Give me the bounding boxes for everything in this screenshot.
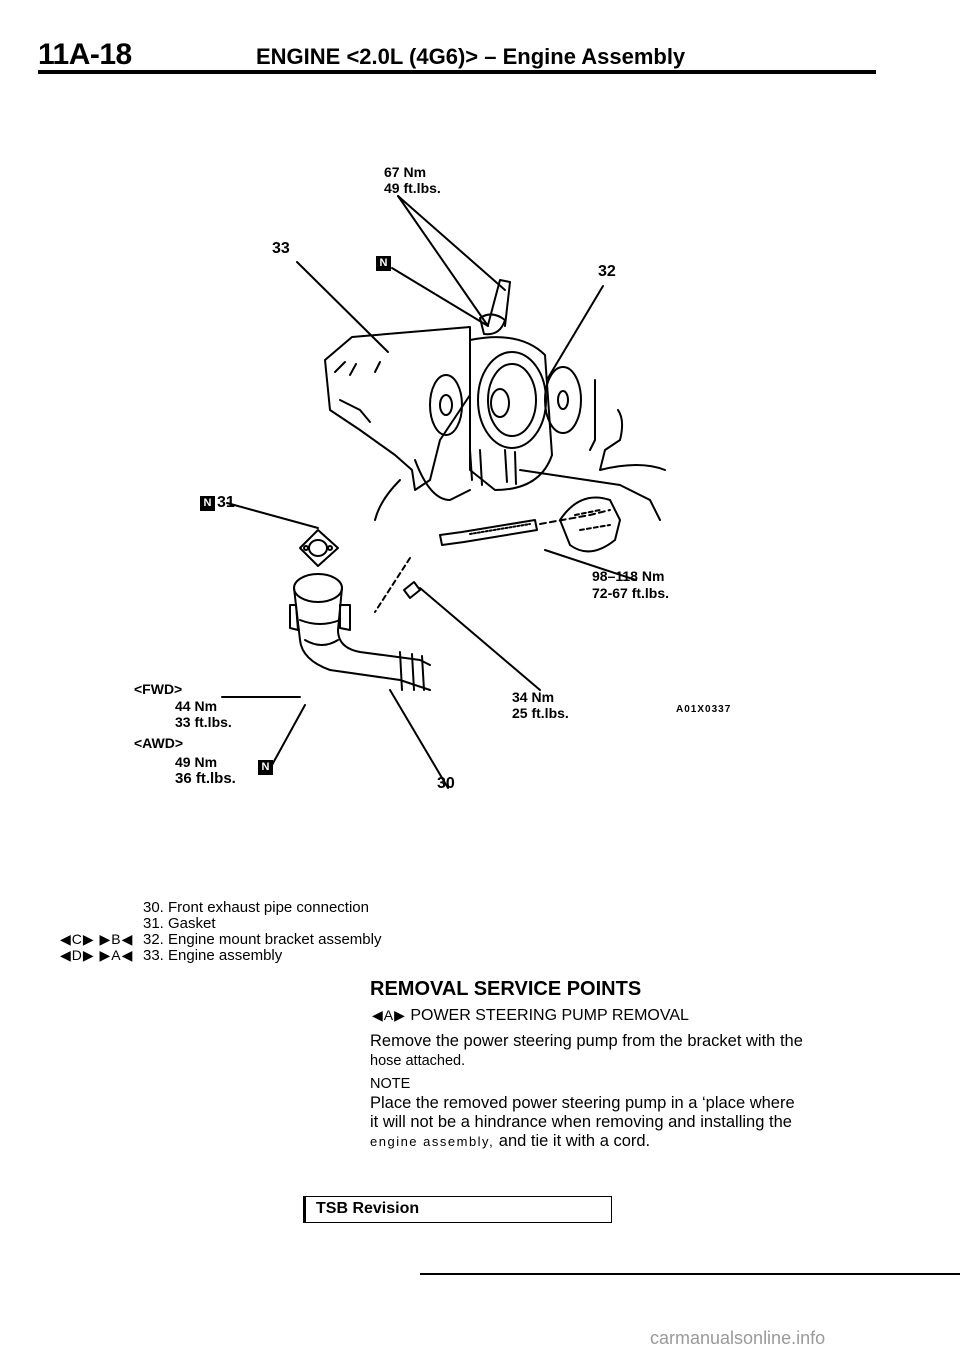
leader-33	[296, 261, 389, 353]
exhaust-pipe	[289, 573, 431, 691]
part-number-30: 30	[437, 775, 455, 792]
leader-torque-34	[419, 587, 541, 691]
legend-item-32: 32. Engine mount bracket assembly	[143, 932, 381, 948]
legend-text-33: 33. Engine assembly	[143, 947, 283, 964]
legend-item-30: 30. Front exhaust pipe connection	[143, 900, 369, 916]
fwd-label: <FWD>	[134, 681, 183, 697]
fwd-torque-ft: 33 ft.lbs.	[175, 714, 232, 730]
leader-dash	[374, 557, 411, 613]
note-line-1: Place the removed power steering pump in…	[370, 1094, 795, 1112]
leader-n-lower	[271, 704, 306, 766]
legend-item-33: 33. Engine assembly	[143, 948, 282, 964]
note-line-3-rest: and tie it with a cord.	[494, 1132, 651, 1150]
torque-bolt-ft: 72-67 ft.lbs.	[592, 585, 670, 601]
legend-text-31: 31. Gasket	[143, 915, 216, 932]
awd-label: <AWD>	[134, 735, 184, 751]
torque-top-nm: 67 Nm	[384, 164, 427, 180]
note-line-3-small: engine assembly,	[370, 1134, 495, 1149]
torque-30-nm: 34 Nm	[512, 689, 555, 705]
leader-30	[389, 689, 449, 789]
torque-top-ft: 49 ft.lbs.	[384, 180, 441, 196]
legend-item-31: 31. Gasket	[143, 916, 216, 932]
part-number-31: 31	[217, 494, 235, 511]
engine-assembly-diagram	[221, 195, 666, 789]
note-label: NOTE	[370, 1076, 411, 1092]
leader-31	[226, 502, 319, 529]
instruction-line-1: Remove the power steering pump from the …	[370, 1032, 803, 1050]
tsb-revision-box: TSB Revision	[303, 1196, 612, 1223]
sub-heading-marker: ◀A▶	[372, 1007, 406, 1023]
watermark: carmanualsonline.info	[650, 1328, 826, 1348]
pulley-right	[544, 366, 582, 434]
sub-heading: ◀A▶ POWER STEERING PUMP REMOVAL	[372, 1007, 689, 1025]
note-line-2: it will not be a hindrance when removing…	[370, 1113, 792, 1131]
figure-code: A01X0337	[676, 704, 732, 715]
awd-torque-ft: 36 ft.lbs.	[175, 770, 236, 787]
awd-torque-nm: 49 Nm	[175, 754, 218, 770]
bracket-body	[469, 336, 553, 491]
legend-marks-33: ◀D▶ ▶A◀	[60, 947, 134, 963]
page-title: ENGINE <2.0L (4G6)> – Engine Assembly	[256, 44, 686, 69]
pulley-left	[429, 374, 463, 436]
new-part-badge-31: N	[200, 496, 215, 511]
tsb-revision-label: TSB Revision	[316, 1200, 420, 1217]
footer-rule	[420, 1273, 960, 1275]
fwd-torque-nm: 44 Nm	[175, 698, 218, 714]
part-number-33: 33	[272, 240, 290, 257]
leader-torque-bolt	[544, 549, 637, 581]
page-number: 11A-18	[38, 38, 132, 71]
part-number-32: 32	[598, 263, 616, 280]
legend-marks-32: ◀C▶ ▶B◀	[60, 931, 134, 947]
leader-n-top	[391, 267, 489, 327]
gasket	[299, 529, 339, 567]
new-part-badge-top: N	[376, 256, 391, 271]
leader-torque-top-b	[397, 195, 506, 291]
long-bolt	[439, 519, 538, 546]
sub-heading-text: POWER STEERING PUMP REMOVAL	[410, 1007, 689, 1024]
leader-torque-top-a	[397, 195, 489, 327]
legend-text-32: 32. Engine mount bracket assembly	[143, 931, 382, 948]
header-rule	[38, 70, 876, 74]
torque-30-ft: 25 ft.lbs.	[512, 705, 569, 721]
legend-text-30: 30. Front exhaust pipe connection	[143, 899, 369, 916]
engine-block	[324, 326, 471, 491]
torque-bolt-nm: 98–118 Nm	[592, 568, 665, 584]
leader-32	[547, 285, 604, 379]
note-line-3: engine assembly, and tie it with a cord.	[370, 1132, 862, 1151]
section-title: REMOVAL SERVICE POINTS	[370, 978, 642, 1000]
instruction-line-2: hose attached.	[370, 1053, 466, 1069]
new-part-badge-lower: N	[258, 760, 273, 775]
